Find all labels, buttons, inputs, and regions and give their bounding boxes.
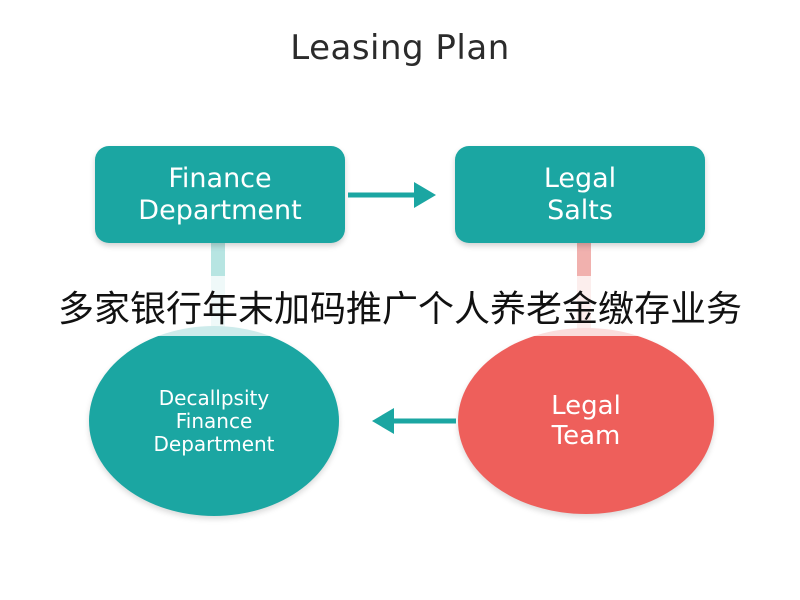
- node-label-line: Decallpsity: [158, 385, 270, 410]
- node-finance-department: Finance Department: [95, 146, 345, 243]
- node-label-line: Department: [153, 431, 275, 456]
- node-label-line: Legal: [543, 162, 617, 194]
- node-label-line: Department: [138, 194, 302, 226]
- node-decallpsity-finance-department: Decallpsity Finance Department: [89, 326, 339, 516]
- overlay-caption: 多家银行年末加码推广个人养老金缴存业务: [0, 276, 800, 336]
- node-label-line: Finance: [168, 162, 272, 194]
- node-legal-team: Legal Team: [458, 328, 714, 514]
- arrow-head: [372, 408, 394, 434]
- node-legal-salts: Legal Salts: [455, 146, 705, 243]
- node-label-line: Finance: [175, 408, 253, 433]
- node-label-line: Salts: [547, 194, 613, 226]
- node-label-line: Team: [551, 421, 621, 451]
- diagram-title: Leasing Plan: [290, 28, 510, 68]
- node-label-line: Legal: [551, 391, 621, 421]
- arrow-head: [414, 182, 436, 208]
